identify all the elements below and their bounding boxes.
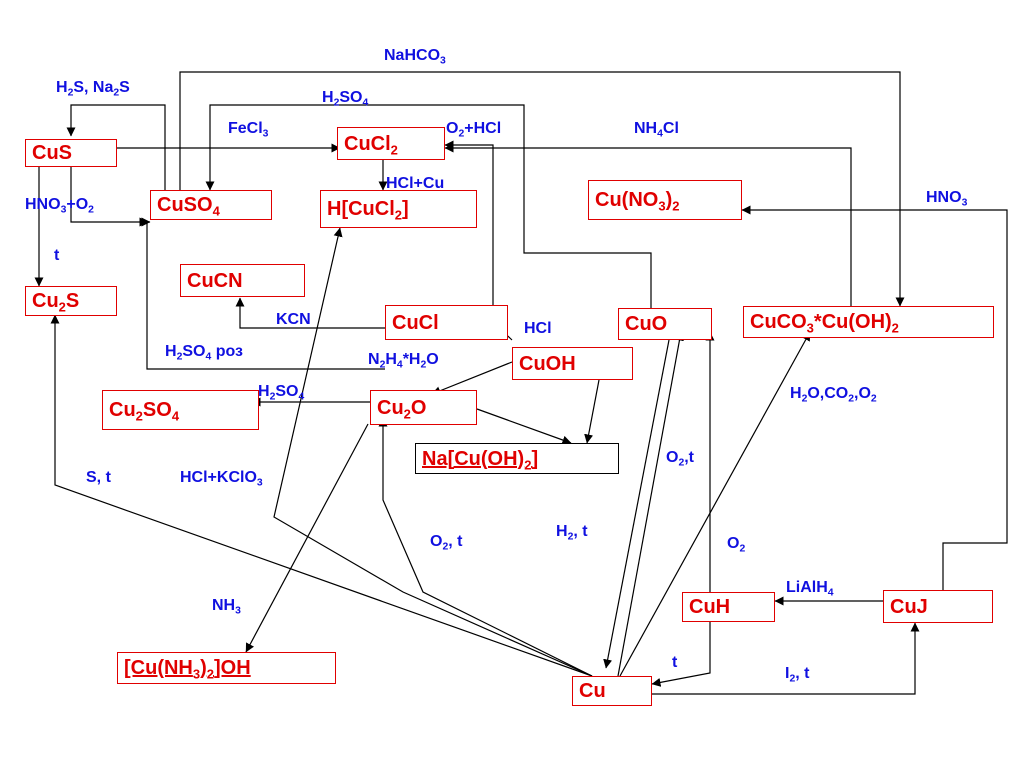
edge-cu-to-cu2o: [378, 417, 593, 677]
node-cu2so4: Cu2SO4: [102, 390, 259, 430]
edge-cus-to-cuso4: [70, 166, 149, 227]
node-cuh-label: CuH: [689, 596, 731, 618]
label-h2so4-roz: H2SO4 роз: [165, 343, 243, 363]
node-cucl2: CuCl2: [337, 127, 445, 160]
label-lialh4: LiAlH4: [786, 579, 834, 599]
node-cuoh-label: CuOH: [519, 352, 576, 375]
node-cucn: CuCN: [180, 264, 305, 297]
node-cuco3-label: CuCO3*Cu(OH)2: [750, 311, 899, 336]
edge-cu-to-cuo-a: [617, 331, 684, 677]
node-hcucl2-label: H[CuCl2]: [327, 198, 409, 223]
edge-cu-to-cuco3: [619, 331, 811, 677]
node-cuj: CuJ: [883, 590, 993, 623]
edge-cu-to-hcucl2: [273, 227, 593, 677]
edge-h2s-loop-to-cus: [66, 104, 166, 190]
node-hcucl2: H[CuCl2]: [320, 190, 477, 228]
label-hcl: HCl: [524, 320, 552, 337]
edge-cuoh-to-cu2o: [431, 361, 513, 396]
label-t-left: t: [54, 247, 60, 264]
label-kcn: KCN: [276, 311, 311, 328]
node-cunh3oh: [Cu(NH3)2]OH: [117, 652, 336, 684]
edge-nahco3-to-cuco3: [179, 71, 905, 307]
label-h2-t: H2, t: [556, 523, 588, 543]
edge-cucl-to-cucl2: [444, 140, 494, 305]
node-cu2s-label: Cu2S: [32, 290, 80, 315]
node-cuj-label: CuJ: [890, 595, 928, 618]
label-fecl3: FeCl3: [228, 120, 269, 140]
label-h2so4-top: H2SO4: [322, 89, 369, 109]
node-nacuoh2-label: Na[Cu(OH)2]: [422, 447, 539, 473]
edge-cu2o-to-nacuoh2: [476, 408, 572, 445]
label-h2s-na2s: H2S, Na2S: [56, 79, 130, 99]
node-cucl2-label: CuCl2: [344, 132, 398, 158]
node-cu2o-label: Cu2O: [377, 396, 427, 422]
node-cus: CuS: [25, 139, 117, 167]
edge-cuco3-to-cucl2: [444, 143, 852, 306]
edge-cucl-to-cucn: [235, 297, 385, 329]
label-o2: O2: [727, 535, 746, 555]
edge-cu2o-to-cunh3oh: [245, 423, 369, 653]
node-cu2o: Cu2O: [370, 390, 477, 425]
node-cuno32: Cu(NO3)2: [588, 180, 742, 220]
label-n2h4: N2H4*H2O: [368, 351, 439, 371]
node-cuoh: CuOH: [512, 347, 633, 380]
edge-cuo-to-cuso4: [205, 104, 652, 308]
node-cucn-label: CuCN: [187, 269, 243, 292]
label-hcl-kclo3: HCl+KClO3: [180, 469, 263, 489]
node-cucl-label: CuCl: [392, 311, 439, 334]
label-o2-t: O2, t: [430, 533, 463, 553]
node-cu: Cu: [572, 676, 652, 706]
node-cuh: CuH: [682, 592, 775, 622]
label-nh4cl: NH4Cl: [634, 120, 679, 140]
label-i2-t: I2, t: [785, 665, 810, 685]
node-nacuoh2: Na[Cu(OH)2]: [415, 443, 619, 474]
label-s-t: S, t: [86, 469, 111, 486]
label-h2so4-mid: H2SO4: [258, 383, 305, 403]
edge-cu-to-cu2s: [50, 314, 593, 677]
label-hcl-cu: HCl+Cu: [386, 175, 445, 192]
label-t-bottom: t: [672, 654, 678, 671]
node-cuso4-label: CuSO4: [157, 194, 220, 219]
node-cuso4: CuSO4: [150, 190, 272, 220]
edge-cu-to-cuj: [652, 622, 920, 695]
node-cuco3: CuCO3*Cu(OH)2: [743, 306, 994, 338]
edge-cu2o-to-cuso4: [141, 217, 385, 370]
label-o2-t-right: O2,t: [666, 449, 695, 469]
node-cuo: CuO: [618, 308, 712, 340]
node-cuo-label: CuO: [625, 313, 668, 335]
label-h2o-co2-o2: H2O,CO2,O2: [790, 385, 877, 405]
node-cu2s: Cu2S: [25, 286, 117, 316]
edge-cuoh-to-nacuoh2: [584, 379, 600, 444]
edge-cuh-to-cu: [651, 622, 711, 687]
label-hno3-o2: HNO3+O2: [25, 196, 94, 216]
label-nh3: NH3: [212, 597, 241, 617]
node-cus-label: CuS: [32, 142, 72, 164]
label-hno3: HNO3: [926, 189, 968, 209]
node-cunh3oh-label: [Cu(NH3)2]OH: [124, 657, 251, 682]
node-cu-label: Cu: [579, 680, 606, 702]
node-cu2so4-label: Cu2SO4: [109, 399, 180, 424]
node-cuno32-label: Cu(NO3)2: [595, 189, 680, 214]
edge-cuo-to-cu: [603, 339, 670, 669]
edge-cuj-to-cuno32: [741, 205, 1008, 592]
node-cucl: CuCl: [385, 305, 508, 340]
label-nahco3: NaHCO3: [384, 47, 446, 67]
label-o2-hcl: O2+HCl: [446, 120, 502, 140]
